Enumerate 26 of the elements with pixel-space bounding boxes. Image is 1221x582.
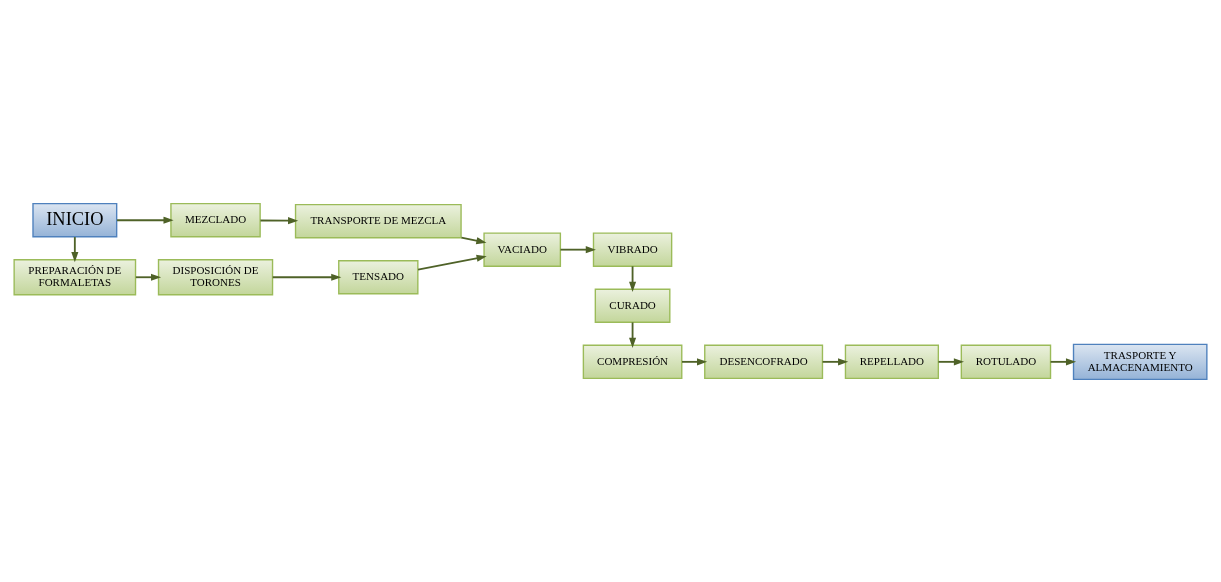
arrow xyxy=(681,357,708,365)
node-box: COMPRESIÓN xyxy=(582,344,683,379)
arrow xyxy=(417,254,487,271)
node-box: CURADO xyxy=(594,288,671,323)
arrow xyxy=(821,357,849,365)
arrow xyxy=(259,216,299,224)
arrow xyxy=(134,273,162,281)
node-box: VIBRADO xyxy=(592,231,673,267)
arrow xyxy=(271,273,342,281)
arrow xyxy=(1049,357,1077,365)
node-box: REPELLADO xyxy=(844,344,940,379)
arrow xyxy=(71,235,79,262)
arrow xyxy=(559,245,596,253)
arrow xyxy=(460,236,487,244)
arrow xyxy=(116,216,174,224)
arrow xyxy=(937,357,964,365)
node-box: ROTULADO xyxy=(960,344,1052,379)
node-box: DISPOSICIÓN DE TORONES xyxy=(157,258,274,295)
node-box: MEZCLADO xyxy=(170,202,261,237)
node-box: PREPARACIÓN DE FORMALETAS xyxy=(13,258,137,295)
node-box: TRANSPORTE DE MEZCLA xyxy=(294,203,462,238)
node-box: INICIO xyxy=(32,202,118,237)
node-box: VACIADO xyxy=(483,231,562,267)
node-box: DESENCOFRADO xyxy=(704,344,824,379)
node-box: TENSADO xyxy=(338,259,419,294)
node-box: TRASPORTE Y ALMACENAMIENTO xyxy=(1072,343,1208,380)
